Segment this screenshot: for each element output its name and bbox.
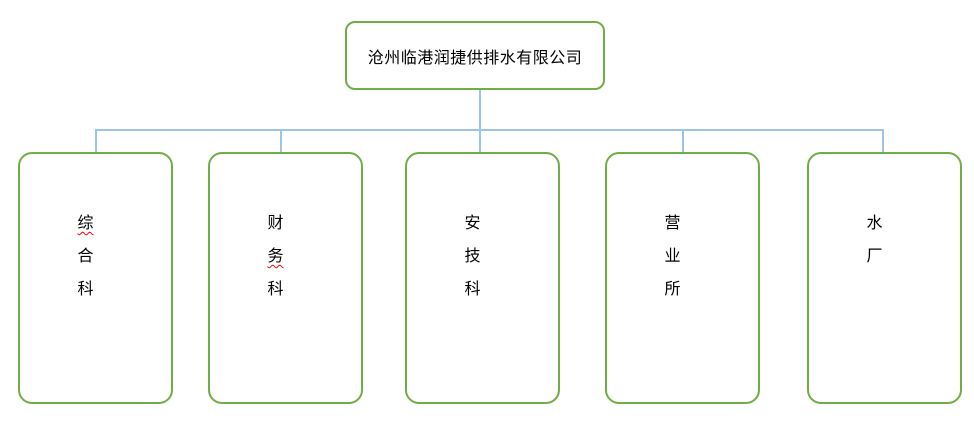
org-box-department-4[interactable]: 营业所 — [605, 152, 760, 404]
org-box-department-5[interactable]: 水厂 — [807, 152, 962, 404]
org-box-department-2[interactable]: 财务科 — [208, 152, 363, 404]
department-name-char: 安 — [464, 213, 481, 232]
department-name-char: 技 — [464, 246, 481, 265]
department-name-label: 安技科 — [397, 154, 548, 305]
company-name-label: 沧州临港润捷供排水有限公司 — [367, 47, 583, 67]
department-name-char: 务 — [267, 246, 284, 265]
department-name-char: 水 — [866, 213, 883, 232]
department-name-label: 财务科 — [200, 154, 351, 305]
department-name-char: 科 — [464, 279, 481, 298]
department-name-label: 营业所 — [597, 154, 748, 305]
department-name-char: 厂 — [866, 246, 883, 265]
department-name-label: 综合科 — [10, 154, 161, 305]
org-box-company[interactable]: 沧州临港润捷供排水有限公司 — [345, 21, 605, 90]
department-name-char: 综 — [77, 213, 94, 232]
org-box-department-1[interactable]: 综合科 — [18, 152, 173, 404]
department-name-char: 合 — [77, 246, 94, 265]
department-name-char: 业 — [664, 246, 681, 265]
department-name-char: 科 — [267, 279, 284, 298]
org-box-department-3[interactable]: 安技科 — [405, 152, 560, 404]
department-name-char: 所 — [664, 279, 681, 298]
department-name-label: 水厂 — [799, 154, 950, 272]
department-name-char: 科 — [77, 279, 94, 298]
department-name-char: 财 — [267, 213, 284, 232]
department-name-char: 营 — [664, 213, 681, 232]
